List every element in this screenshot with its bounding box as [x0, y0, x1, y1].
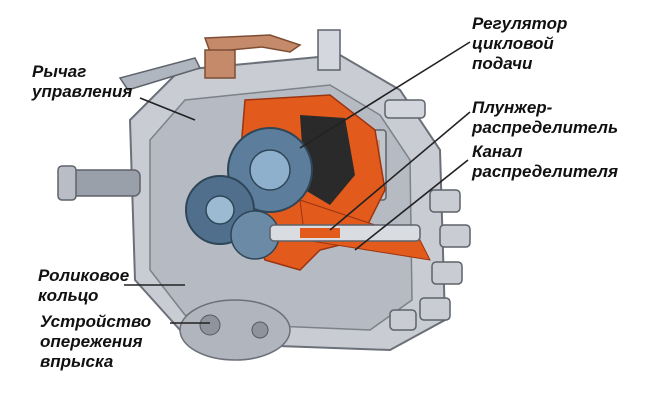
label-roller-ring: Роликовое кольцо	[38, 266, 130, 305]
control-lever	[118, 29, 341, 91]
drive-shaft	[57, 165, 141, 201]
pump-base	[179, 299, 291, 361]
leader-control-lever	[139, 97, 196, 121]
label-cycle-regulator: Регулятор цикловой подачи	[472, 14, 568, 73]
leader-distributor-channel	[354, 159, 469, 251]
label-distributor-channel: Канал распределителя	[472, 142, 618, 181]
delivery-outlets	[389, 189, 471, 331]
label-control-lever: Рычаг управления	[32, 62, 133, 101]
label-plunger-distributor: Плунжер- распределитель	[472, 98, 619, 137]
leader-plunger-distributor	[329, 111, 471, 231]
plunger-rod	[269, 224, 421, 242]
leader-cycle-regulator	[299, 41, 471, 149]
governor-gears	[185, 127, 313, 260]
leader-lines	[124, 41, 471, 324]
label-injection-advance: Устройство опережения впрыска	[40, 312, 152, 371]
